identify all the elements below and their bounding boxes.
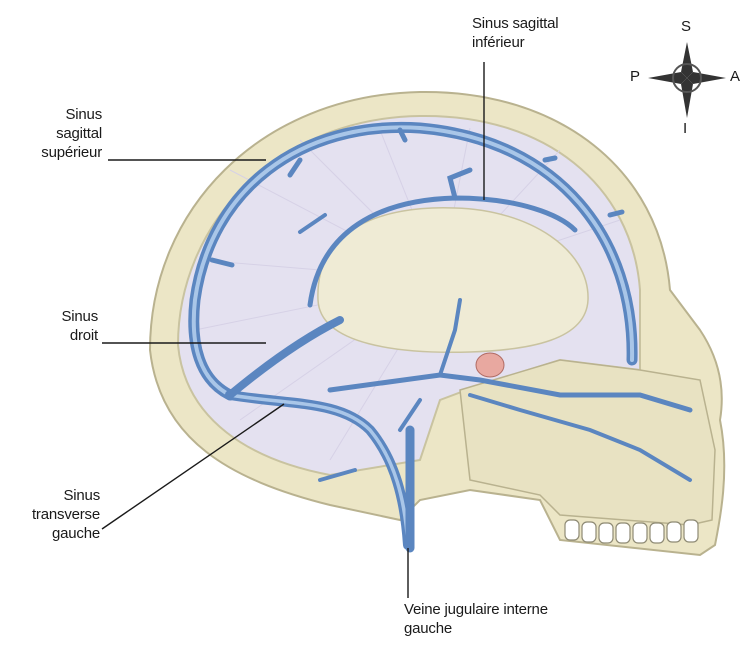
label-line: droit — [20, 326, 98, 345]
label-line: sagittal — [20, 124, 102, 143]
label-line: inférieur — [472, 33, 558, 52]
label-line: Sinus — [20, 307, 98, 326]
label-line: Veine jugulaire interne — [404, 600, 548, 619]
label-sinus-transverse-gauche: Sinus transverse gauche — [14, 486, 100, 543]
compass-label-p: P — [630, 68, 640, 85]
label-line: supérieur — [20, 143, 102, 162]
pituitary — [476, 353, 504, 377]
compass-label-a: A — [730, 68, 740, 85]
label-sinus-sagittal-superieur: Sinus sagittal supérieur — [20, 105, 102, 162]
label-line: Sinus — [14, 486, 100, 505]
orientation-compass — [648, 42, 726, 118]
label-line: transverse — [14, 505, 100, 524]
label-line: Sinus sagittal — [472, 14, 558, 33]
label-sinus-sagittal-inferieur: Sinus sagittal inférieur — [472, 14, 558, 52]
label-line: gauche — [404, 619, 548, 638]
label-line: Sinus — [20, 105, 102, 124]
compass-label-i: I — [683, 120, 687, 137]
compass-label-s: S — [681, 18, 691, 35]
label-line: gauche — [14, 524, 100, 543]
label-veine-jugulaire: Veine jugulaire interne gauche — [404, 600, 548, 638]
label-sinus-droit: Sinus droit — [20, 307, 98, 345]
